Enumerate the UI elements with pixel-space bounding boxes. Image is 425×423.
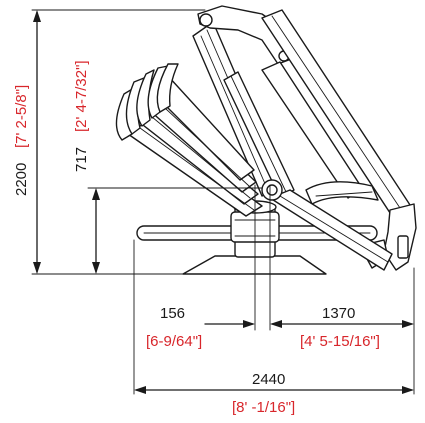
main-cylinder bbox=[223, 71, 295, 199]
crane-illustration bbox=[115, 5, 417, 331]
column-height-metric: 717 bbox=[73, 147, 90, 172]
lower-extension bbox=[269, 189, 393, 271]
total-length-metric: 2440 bbox=[252, 371, 285, 388]
jib-end-caps bbox=[115, 63, 179, 141]
dimension-lines bbox=[31, 9, 415, 395]
pivot-offset-metric: 156 bbox=[160, 305, 185, 322]
pivot-offset-imperial: [6-9/64"] bbox=[146, 333, 202, 350]
column-height-imperial: [2' 4-7/32"] bbox=[73, 60, 90, 132]
total-height-metric: 2200 bbox=[13, 163, 30, 196]
slew-pivot bbox=[261, 179, 283, 201]
dimension-labels: 2200 [7' 2-5/8"] 717 [2' 4-7/32"] 156 [6… bbox=[13, 60, 380, 416]
reach-metric: 1370 bbox=[322, 305, 355, 322]
total-height-imperial: [7' 2-5/8"] bbox=[13, 85, 30, 148]
outer-cylinder bbox=[305, 181, 379, 205]
total-length-imperial: [8' -1/16"] bbox=[232, 399, 295, 416]
folded-jib bbox=[127, 75, 263, 217]
base-plate bbox=[182, 255, 327, 275]
reach-imperial: [4' 5-15/16"] bbox=[300, 333, 380, 350]
